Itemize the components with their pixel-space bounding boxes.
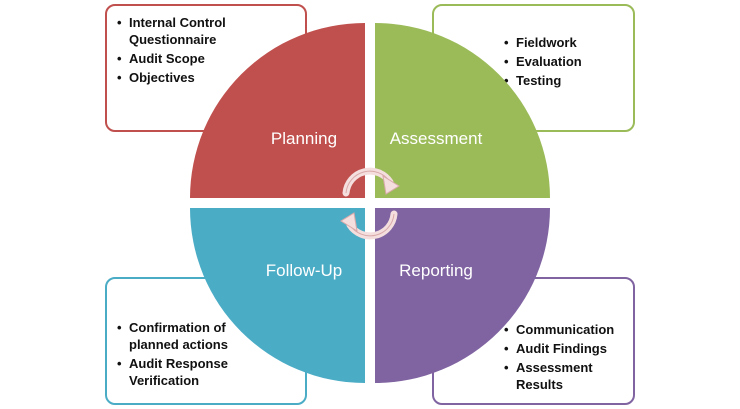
list-item: Evaluation — [504, 53, 614, 70]
assessment-list: Fieldwork Evaluation Testing — [504, 34, 614, 91]
list-item: Audit Findings — [504, 340, 629, 357]
list-item: Audit Scope — [117, 50, 237, 67]
assessment-label: Assessment — [390, 129, 483, 148]
list-item: Confirmation of planned actions — [117, 319, 237, 353]
list-item: Communication — [504, 321, 629, 338]
reporting-quadrant — [375, 208, 550, 383]
list-item: Audit Response Verification — [117, 355, 237, 389]
list-item: Objectives — [117, 69, 237, 86]
list-item: Fieldwork — [504, 34, 614, 51]
reporting-list: Communication Audit Findings Assessment … — [504, 321, 629, 395]
list-item: Internal Control Questionnaire — [117, 14, 237, 48]
planning-label: Planning — [271, 129, 337, 148]
planning-list: Internal Control Questionnaire Audit Sco… — [117, 14, 237, 88]
list-item: Testing — [504, 72, 614, 89]
circular-arrows-icon — [340, 167, 400, 240]
list-item: Assessment Results — [504, 359, 629, 393]
followup-label: Follow-Up — [266, 261, 343, 280]
planning-quadrant — [190, 23, 365, 198]
assessment-quadrant — [375, 23, 550, 198]
followup-quadrant — [190, 208, 365, 383]
reporting-label: Reporting — [399, 261, 473, 280]
followup-list: Confirmation of planned actions Audit Re… — [117, 319, 237, 391]
